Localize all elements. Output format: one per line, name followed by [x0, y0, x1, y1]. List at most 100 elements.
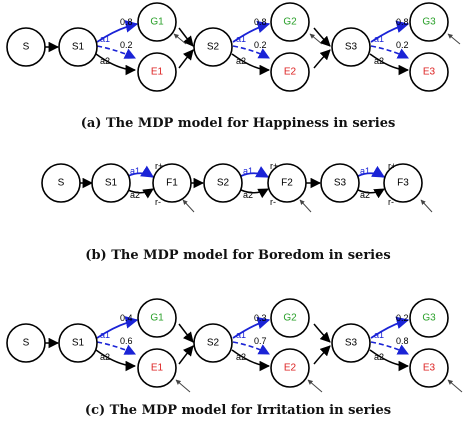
- edge-s3-f3-a1: [357, 165, 386, 178]
- edge-s2-g2-a1: [232, 20, 271, 43]
- pointer-arrow-g3: [447, 33, 461, 45]
- label-s3-c: S3: [345, 338, 358, 349]
- edge-label-a2-s3-b: a2: [360, 190, 370, 200]
- edge-label-a1-s1-c: a1: [100, 330, 110, 340]
- edge-label-a2-s2-c: a2: [236, 352, 246, 362]
- edge-s1-e1-a1-c: [96, 341, 137, 355]
- edge-s3-g3-a1-c: [370, 316, 410, 339]
- pointer-arrow-f2: [299, 199, 312, 213]
- node-g2-c: [270, 298, 310, 338]
- node-g3: [409, 2, 449, 42]
- edge-s3-e3-a1: [370, 45, 410, 59]
- edge-label-rminus-1: r-: [155, 197, 161, 207]
- edge-label-p-bottom-1: 0.2: [120, 40, 133, 50]
- edge-s1-g1-a1-c: [96, 316, 139, 339]
- edge-s1-f1-a2: [127, 188, 154, 199]
- label-f2: F2: [281, 178, 293, 189]
- node-s-b: [41, 163, 81, 203]
- edge-s3-e3-a1-c: [370, 341, 410, 355]
- label-e2: E2: [284, 67, 297, 78]
- node-s2-c: [193, 323, 233, 363]
- edge-s3-f3-a2: [357, 188, 385, 199]
- edge-s3-e3-a2-c: [369, 349, 410, 372]
- node-g3-c: [409, 298, 449, 338]
- label-s1-b: S1: [105, 178, 118, 189]
- label-s: S: [23, 42, 30, 53]
- node-g1-c: [137, 298, 177, 338]
- label-g1-c: G1: [150, 313, 164, 324]
- node-e2: [270, 52, 310, 92]
- node-s: [6, 27, 46, 67]
- edge-label-p-bottom-2: 0.2: [254, 40, 267, 50]
- edge-s2-e2-a1: [232, 45, 270, 59]
- node-s3: [331, 27, 371, 67]
- node-s1-b: [91, 163, 131, 203]
- panel-happiness: S S1 G1 E1 S2 G2 E2 S3 G3 E3 a1 a2 0.8 0…: [6, 2, 461, 131]
- edge-label-p-top-2: 0.8: [254, 17, 267, 27]
- edge-g2-s3: [313, 27, 331, 47]
- edge-label-p-top-1: 0.8: [120, 17, 133, 27]
- edge-label-a1-s1: a1: [100, 34, 110, 44]
- pointer-arrow-e1: [175, 379, 191, 393]
- edge-label-a1-s2-c: a1: [236, 330, 246, 340]
- edge-label-a2-s1: a2: [100, 56, 110, 66]
- edge-label-a1-s1-b: a1: [130, 166, 140, 176]
- node-g1: [137, 2, 177, 42]
- label-s2: S2: [207, 42, 220, 53]
- edge-s2-e2-a2-c: [231, 349, 271, 372]
- pointer-arrow-f3: [420, 199, 433, 213]
- edge-label-p-top-3-c: 0.2: [396, 313, 409, 323]
- panel-boredom: S S1 F1 S2 F2 S3 F3 a1 a2 r+ r- a1 a2 r+…: [41, 161, 433, 263]
- node-s1-c: [58, 323, 98, 363]
- node-s-c: [6, 323, 46, 363]
- label-e3: E3: [423, 67, 436, 78]
- edge-label-a1-s2-b: a1: [243, 166, 253, 176]
- edge-e1-s2: [178, 49, 194, 69]
- edge-s1-e1-a2: [95, 53, 137, 76]
- label-g1: G1: [150, 17, 164, 28]
- node-s2: [193, 27, 233, 67]
- node-s1: [58, 27, 98, 67]
- label-e3-c: E3: [423, 363, 436, 374]
- edge-label-a1-s3-b: a1: [360, 166, 370, 176]
- panel-irritation: S S1 G1 E1 S2 G2 E2 S3 G3 E3 a1 a2 0.4 0…: [6, 298, 463, 418]
- pointer-arrow-e2: [307, 379, 323, 393]
- caption-irritation: (c) The MDP model for Irritation in seri…: [85, 403, 391, 418]
- node-e1: [137, 52, 177, 92]
- label-g2-c: G2: [283, 313, 297, 324]
- node-s2-b: [203, 163, 243, 203]
- pointer-arrow-f1: [182, 199, 195, 213]
- node-g2: [270, 2, 310, 42]
- edge-label-p-bottom-2-c: 0.7: [254, 336, 267, 346]
- edge-label-rplus-2: r+: [270, 161, 278, 171]
- node-e3-c: [409, 348, 449, 388]
- label-s3: S3: [345, 42, 358, 53]
- edge-label-rminus-2: r-: [270, 197, 276, 207]
- edge-g1-s2: [178, 27, 194, 47]
- edge-label-a1-s3-c: a1: [374, 330, 384, 340]
- node-e3: [409, 52, 449, 92]
- edge-label-a2-s2: a2: [236, 56, 246, 66]
- label-s1: S1: [72, 42, 85, 53]
- label-s-b: S: [58, 178, 65, 189]
- edge-s2-g2-a1-c: [232, 316, 271, 339]
- label-e1-c: E1: [151, 363, 164, 374]
- label-e2-c: E2: [284, 363, 297, 374]
- edge-s1-f1-a1: [127, 165, 155, 178]
- label-s2-c: S2: [207, 338, 220, 349]
- edge-label-a2-s2-b: a2: [243, 190, 253, 200]
- edge-e2-s3-c: [313, 345, 331, 365]
- edge-g2-s3-c: [313, 323, 331, 343]
- label-s-c: S: [23, 338, 30, 349]
- edge-s2-e2-a2: [231, 53, 271, 76]
- edge-label-p-bottom-3-c: 0.8: [396, 336, 409, 346]
- edge-label-a2-s1-b: a2: [130, 190, 140, 200]
- edge-s2-f2-a1: [240, 166, 270, 178]
- node-s3-b: [320, 163, 360, 203]
- label-g3: G3: [422, 17, 436, 28]
- node-f3: [383, 163, 423, 203]
- caption-boredom: (b) The MDP model for Boredom in series: [85, 248, 390, 263]
- label-f1: F1: [166, 178, 178, 189]
- edge-e1-s2-c: [178, 345, 194, 365]
